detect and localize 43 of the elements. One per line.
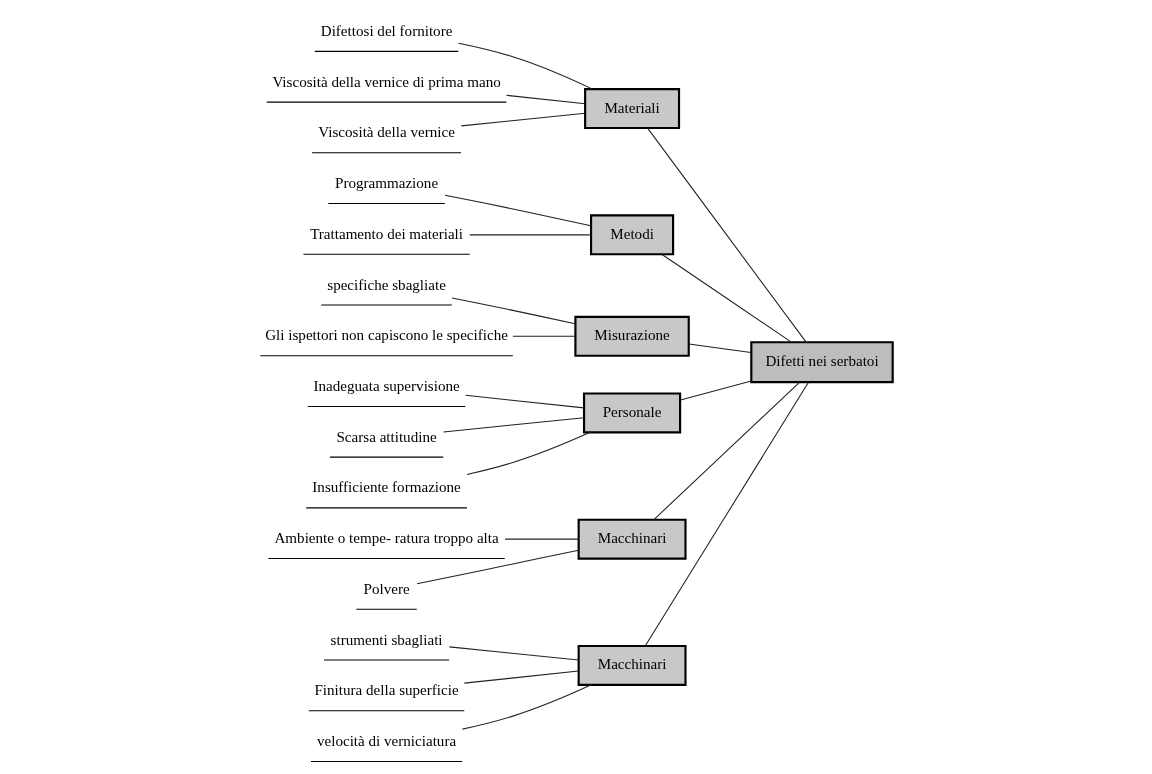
connector — [646, 127, 806, 343]
node-text: velocità di verniciatura — [316, 733, 456, 750]
connector — [511, 335, 576, 337]
node-box: Macchinari — [577, 644, 687, 686]
connector — [504, 538, 579, 540]
connector — [444, 194, 591, 227]
node-text: Polvere — [363, 580, 410, 597]
connector — [661, 253, 792, 343]
node-text: Insufficiente formazione — [311, 479, 461, 496]
node-box: Metodi — [589, 214, 674, 256]
connector — [652, 381, 800, 521]
node-text: Programmazione — [334, 175, 438, 192]
connector — [415, 549, 579, 585]
node-text: Finitura della superficie — [313, 682, 459, 699]
node-box: Personale — [582, 392, 681, 434]
node-box: Materiali — [583, 88, 680, 130]
connector — [687, 343, 751, 354]
node-text: Ambiente o tempe- ratura troppo alta — [273, 530, 499, 547]
node-text: strumenti sbagliati — [330, 631, 443, 648]
node-text: specifiche sbagliate — [326, 276, 446, 293]
node-text: Trattamento dei materiali — [309, 225, 463, 242]
connector — [464, 394, 584, 409]
node-text: Inadeguata supervisione — [312, 377, 460, 394]
connector — [461, 684, 592, 730]
connector — [468, 234, 591, 236]
connector — [457, 42, 593, 90]
node-text: Viscosità della vernice — [317, 124, 455, 141]
node-box: Macchinari — [577, 518, 687, 560]
node-box: Difetti nei serbatoi — [749, 341, 894, 384]
node-text: Viscosità della vernice di prima mano — [271, 73, 501, 90]
connector — [463, 670, 579, 684]
connector — [679, 380, 752, 401]
connector — [442, 417, 585, 433]
node-box: Misurazione — [573, 315, 690, 357]
connector — [466, 431, 591, 475]
node-text: Difettosi del fornitore — [320, 22, 452, 39]
connector — [451, 297, 576, 325]
connector — [505, 94, 586, 105]
node-text: Scarsa attitudine — [335, 428, 437, 445]
connector — [448, 646, 579, 661]
connector — [460, 112, 586, 127]
connector — [644, 381, 809, 647]
node-text: Gli ispettori non capiscono le specifiche — [264, 327, 508, 344]
